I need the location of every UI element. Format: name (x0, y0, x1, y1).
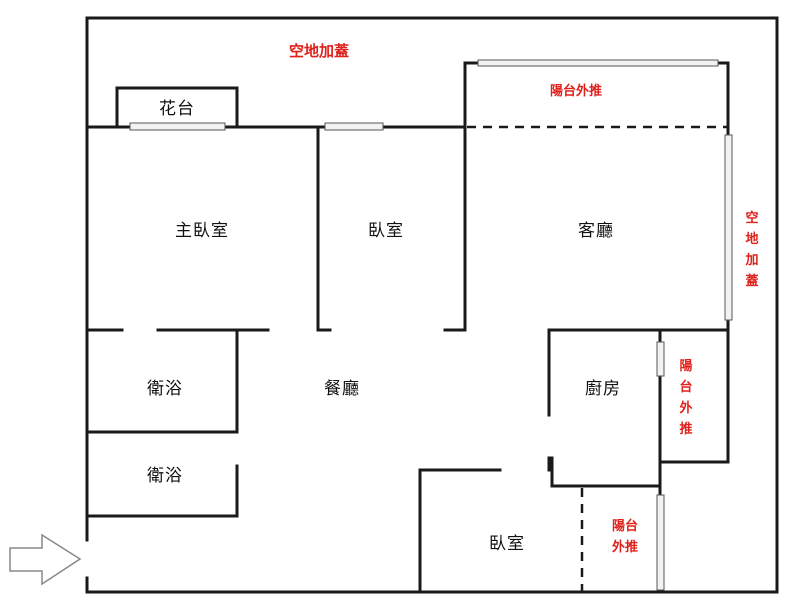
right-balcony-char-3: 外 (678, 400, 692, 416)
bathroom-walls (85, 328, 239, 518)
entrance-arrow-icon (9, 533, 82, 586)
bathroom-1-label: 衛浴 (147, 379, 183, 399)
main-north-wall (85, 122, 467, 131)
kitchen-label: 廚房 (585, 378, 621, 399)
bottom-bedroom-label: 臥室 (489, 534, 525, 554)
bottom-balcony-line-1: 陽台 (612, 518, 638, 534)
flower-bed-label: 花台 (159, 99, 195, 119)
right-balcony-char-2: 台 (679, 379, 692, 395)
living-room-east-wall (658, 133, 733, 464)
living-room-label: 客廳 (578, 221, 614, 241)
right-balcony-char-4: 推 (679, 421, 692, 437)
right-addition-char-2: 地 (745, 231, 758, 247)
outer-boundary (85, 16, 779, 594)
right-balcony-char-1: 陽 (679, 358, 692, 374)
kitchen-walls (547, 328, 730, 488)
dining-room-label: 餐廳 (324, 379, 360, 399)
bedroom-partitions (85, 125, 467, 332)
right-addition-char-1: 空 (745, 210, 758, 226)
master-bedroom-label: 主臥室 (175, 221, 229, 241)
bathroom-2-label: 衛浴 (147, 466, 183, 486)
right-addition-char-3: 加 (744, 253, 758, 268)
bottom-balcony-line-2: 外推 (611, 539, 638, 555)
bottom-bedroom-walls (418, 468, 665, 594)
top-addition-label: 空地加蓋 (289, 42, 349, 60)
top-balcony-label: 陽台外推 (550, 83, 602, 99)
right-addition-char-4: 蓋 (745, 273, 758, 289)
flower-bed-box (115, 86, 239, 129)
top-balcony-outline (463, 59, 730, 332)
middle-bedroom-label: 臥室 (368, 221, 404, 241)
